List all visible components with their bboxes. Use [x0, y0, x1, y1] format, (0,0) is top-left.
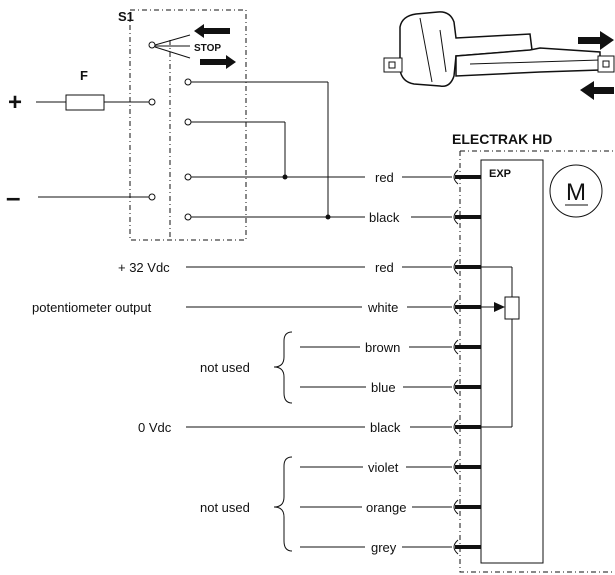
wire-label-red-pot: red	[375, 260, 394, 275]
switch-contact-left-lower	[148, 193, 156, 201]
motor-icon	[549, 164, 603, 218]
switch-contact-r4	[184, 213, 192, 221]
wire-label-grey: grey	[371, 540, 397, 555]
fuse-symbol	[65, 94, 105, 111]
plus-terminal: +	[8, 89, 22, 116]
extend-arrow-icon	[200, 55, 236, 69]
motor-label: M	[566, 179, 586, 206]
label-not-used-2: not used	[200, 500, 250, 515]
wire-label-brown: brown	[365, 340, 400, 355]
stop-label: STOP	[194, 43, 221, 54]
wire-label-black-motor: black	[369, 210, 400, 225]
label-zero-vdc: 0 Vdc	[138, 420, 172, 435]
retract-arrow-icon	[194, 24, 230, 38]
switch-contact-r1	[184, 78, 192, 86]
label-not-used-1: not used	[200, 360, 250, 375]
minus-terminal: –	[6, 182, 20, 212]
wiper-arrow-icon	[494, 302, 505, 312]
wire-label-red-motor: red	[375, 170, 394, 185]
wire-label-violet: violet	[368, 460, 399, 475]
brace-not-used-1	[273, 331, 293, 404]
label-pot-output: potentiometer output	[32, 300, 152, 315]
exp-board-label: EXP	[489, 168, 511, 180]
wire-label-blue: blue	[371, 380, 396, 395]
junction-dot	[282, 174, 288, 180]
switch-pivot	[148, 41, 156, 49]
wire-label-white: white	[367, 300, 398, 315]
retract-direction-arrow-icon	[580, 81, 614, 100]
extend-direction-arrow-icon	[578, 31, 614, 50]
connector-pins	[453, 169, 481, 555]
actuator-illustration	[383, 11, 615, 88]
wire-label-black-pot: black	[370, 420, 401, 435]
switch-contact-r2	[184, 118, 192, 126]
junction-dot	[325, 214, 331, 220]
brace-not-used-2	[273, 456, 293, 552]
switch-s1-label: S1	[118, 9, 134, 24]
potentiometer-symbol	[504, 296, 520, 320]
actuator-title: ELECTRAK HD	[452, 131, 552, 147]
switch-s1-box	[129, 9, 247, 241]
fuse-label: F	[80, 68, 88, 83]
label-plus-32vdc: + 32 Vdc	[118, 260, 170, 275]
wire-label-orange: orange	[366, 500, 406, 515]
switch-contact-left-upper	[148, 98, 156, 106]
actuator-enclosure	[459, 150, 614, 573]
switch-contact-r3	[184, 173, 192, 181]
